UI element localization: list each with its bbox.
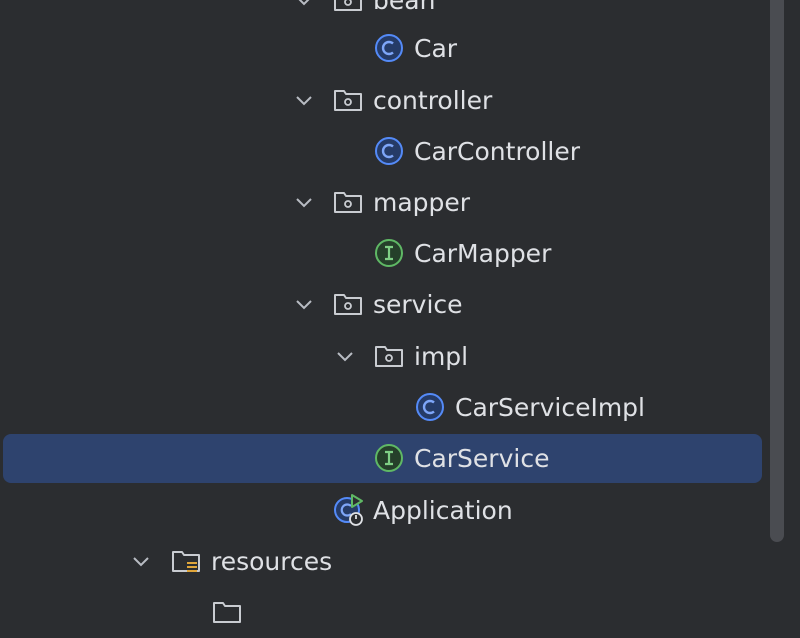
tree-row-impl[interactable]: impl <box>0 331 770 382</box>
scrollbar-thumb[interactable] <box>770 0 784 542</box>
tree-row-carserviceimpl[interactable]: CarServiceImpl <box>0 382 770 433</box>
folder-icon <box>213 602 241 623</box>
tree-row-carcontroller[interactable]: CarController <box>0 126 770 177</box>
spring-boot-application-icon <box>334 494 363 526</box>
tree-row-label: mapper <box>373 188 471 217</box>
package-folder-icon <box>334 294 362 315</box>
chevron-down-icon[interactable] <box>334 345 356 367</box>
project-tree: bean Car controller CarController mapper… <box>0 0 770 623</box>
tree-row-mapper[interactable]: mapper <box>0 177 770 228</box>
package-folder-icon <box>375 346 403 367</box>
resources-folder-icon <box>172 551 200 572</box>
interface-icon <box>375 444 403 472</box>
tree-row-bean[interactable]: bean <box>0 0 770 26</box>
interface-icon <box>375 239 403 267</box>
tree-row-label: service <box>373 290 463 319</box>
chevron-down-icon[interactable] <box>130 550 152 572</box>
tree-row-label: bean <box>373 0 436 15</box>
class-icon <box>375 137 403 165</box>
tree-row-label: CarService <box>414 444 550 473</box>
tree-row-label: CarController <box>414 137 581 166</box>
tree-row-label: Car <box>414 34 458 63</box>
chevron-down-icon[interactable] <box>293 191 315 213</box>
tree-row-partial[interactable] <box>0 587 770 638</box>
tree-row-car[interactable]: Car <box>0 23 770 74</box>
chevron-down-icon[interactable] <box>293 89 315 111</box>
tree-row-application[interactable]: Application <box>0 485 770 536</box>
tree-row-label: controller <box>373 86 493 115</box>
tree-row-label: impl <box>414 342 469 371</box>
package-folder-icon <box>334 90 362 111</box>
class-icon <box>375 34 403 62</box>
tree-row-label: CarMapper <box>414 239 552 268</box>
tree-row-carmapper[interactable]: CarMapper <box>0 228 770 279</box>
tree-row-carservice[interactable]: CarService <box>0 433 770 484</box>
chevron-down-icon[interactable] <box>293 0 315 11</box>
chevron-down-icon[interactable] <box>293 293 315 315</box>
package-folder-icon <box>334 192 362 213</box>
package-folder-icon <box>334 0 362 11</box>
tree-row-controller[interactable]: controller <box>0 75 770 126</box>
tree-row-label: Application <box>373 496 513 525</box>
tree-row-label: CarServiceImpl <box>455 393 645 422</box>
tree-row-service[interactable]: service <box>0 279 770 330</box>
tree-row-label: resources <box>211 547 333 576</box>
class-icon <box>416 393 444 421</box>
tree-row-resources[interactable]: resources <box>0 536 770 587</box>
